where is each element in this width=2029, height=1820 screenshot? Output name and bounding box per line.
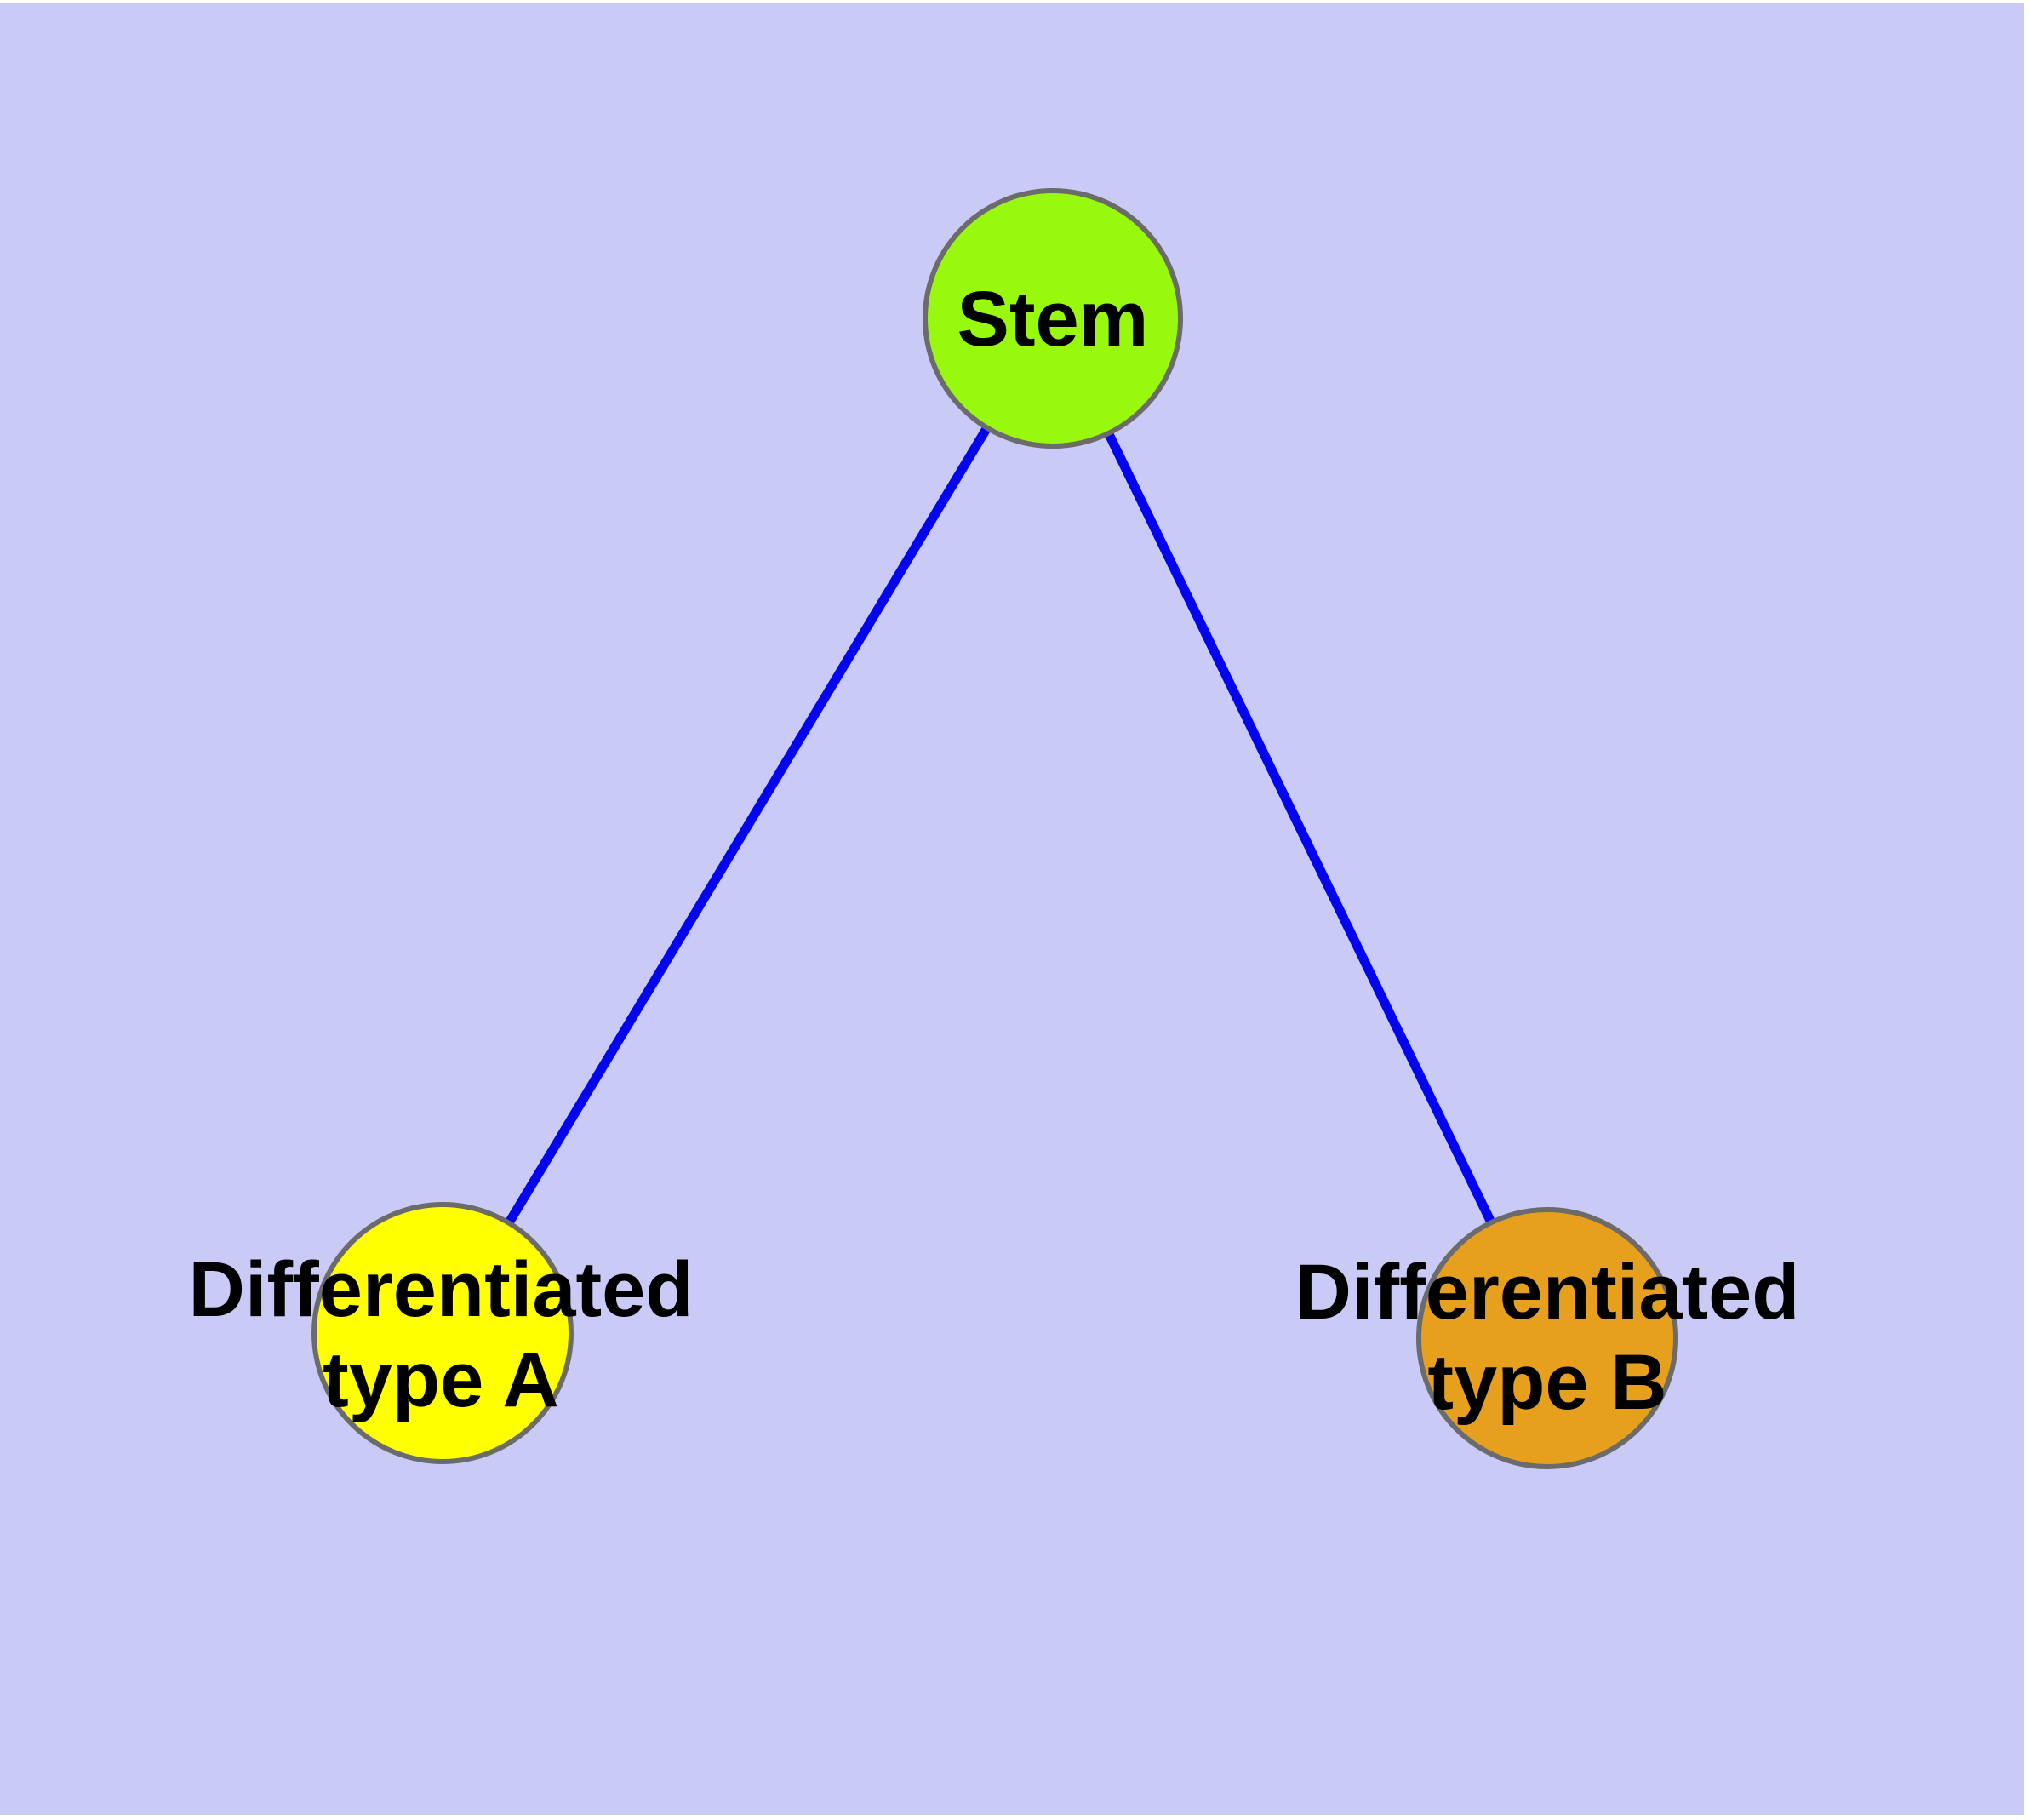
node-stem[interactable] — [923, 188, 1183, 449]
node-differentiated-type-b[interactable] — [1416, 1207, 1678, 1469]
edge-stem-to-differentiated-type-b — [1049, 316, 1552, 1341]
edge-stem-to-differentiated-type-a — [438, 316, 1057, 1336]
node-differentiated-type-a[interactable] — [311, 1202, 574, 1464]
